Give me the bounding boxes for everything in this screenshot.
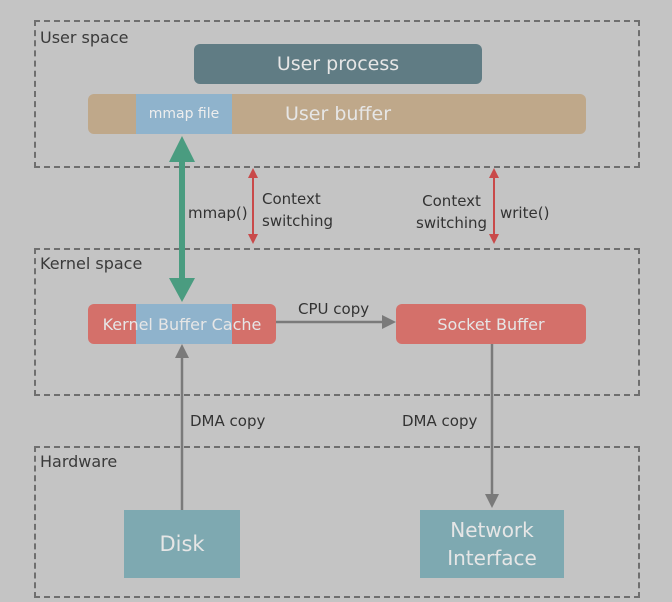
kernel-buffer-cache-box: Kernel Buffer Cache xyxy=(88,304,276,344)
kernel-buffer-cache-label: Kernel Buffer Cache xyxy=(102,314,262,334)
user-process-box: User process xyxy=(194,44,482,84)
write-label: write() xyxy=(500,204,550,222)
socket-buffer-box: Socket Buffer xyxy=(396,304,586,344)
kernel-space-region xyxy=(34,248,640,396)
mmap-file-highlight: mmap file xyxy=(136,94,232,134)
context-switch-left-arrow xyxy=(248,168,258,244)
dma-copy-left-arrow xyxy=(175,344,189,510)
dma-copy-left-label: DMA copy xyxy=(190,412,266,430)
context-switching-right-line1: Context xyxy=(422,192,481,210)
hardware-region xyxy=(34,446,640,598)
context-switching-left-line1: Context xyxy=(262,190,321,208)
dma-copy-right-label: DMA copy xyxy=(402,412,478,430)
context-switching-right-label: Context switching xyxy=(416,190,487,234)
cpu-copy-label: CPU copy xyxy=(298,300,370,318)
cpu-copy-arrow xyxy=(276,315,396,329)
dma-copy-right-arrow xyxy=(485,344,499,508)
context-switch-right-arrow xyxy=(489,168,499,244)
user-space-region xyxy=(34,20,640,168)
kernel-space-label: Kernel space xyxy=(40,254,143,273)
context-switching-right-line2: switching xyxy=(416,214,488,232)
disk-box: Disk xyxy=(124,510,240,578)
user-buffer-label: User buffer xyxy=(284,103,392,125)
mmap-label: mmap() xyxy=(188,204,248,222)
user-buffer-box: mmap file User buffer xyxy=(88,94,586,134)
user-space-label: User space xyxy=(40,28,129,47)
context-switching-left-line2: switching xyxy=(262,212,334,230)
network-interface-box: Network Interface xyxy=(420,510,564,578)
network-interface-line2: Interface xyxy=(447,546,537,570)
context-switching-left-label: Context switching xyxy=(262,188,333,232)
mmap-arrow xyxy=(169,136,195,302)
kernel-buffer-mmap-region xyxy=(136,304,232,344)
hardware-label: Hardware xyxy=(40,452,118,471)
network-interface-line1: Network xyxy=(450,518,534,542)
